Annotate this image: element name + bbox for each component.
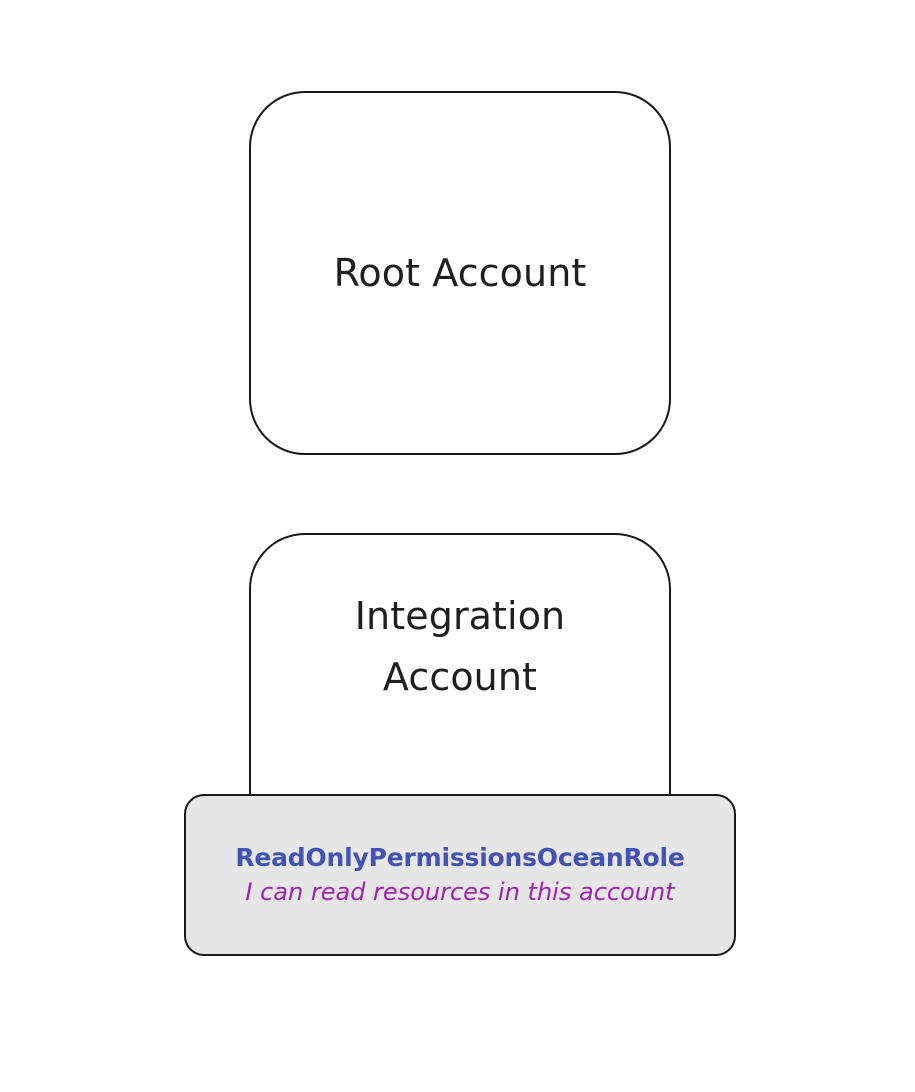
- readonly-permissions-ocean-role-badge[interactable]: ReadOnlyPermissionsOceanRole I can read …: [184, 794, 736, 956]
- root-account-node[interactable]: Root Account: [249, 91, 671, 455]
- root-account-label: Root Account: [333, 250, 587, 295]
- role-name-label: ReadOnlyPermissionsOceanRole: [235, 842, 685, 872]
- integration-account-label: Integration Account: [354, 594, 566, 699]
- role-description-label: I can read resources in this account: [245, 878, 675, 907]
